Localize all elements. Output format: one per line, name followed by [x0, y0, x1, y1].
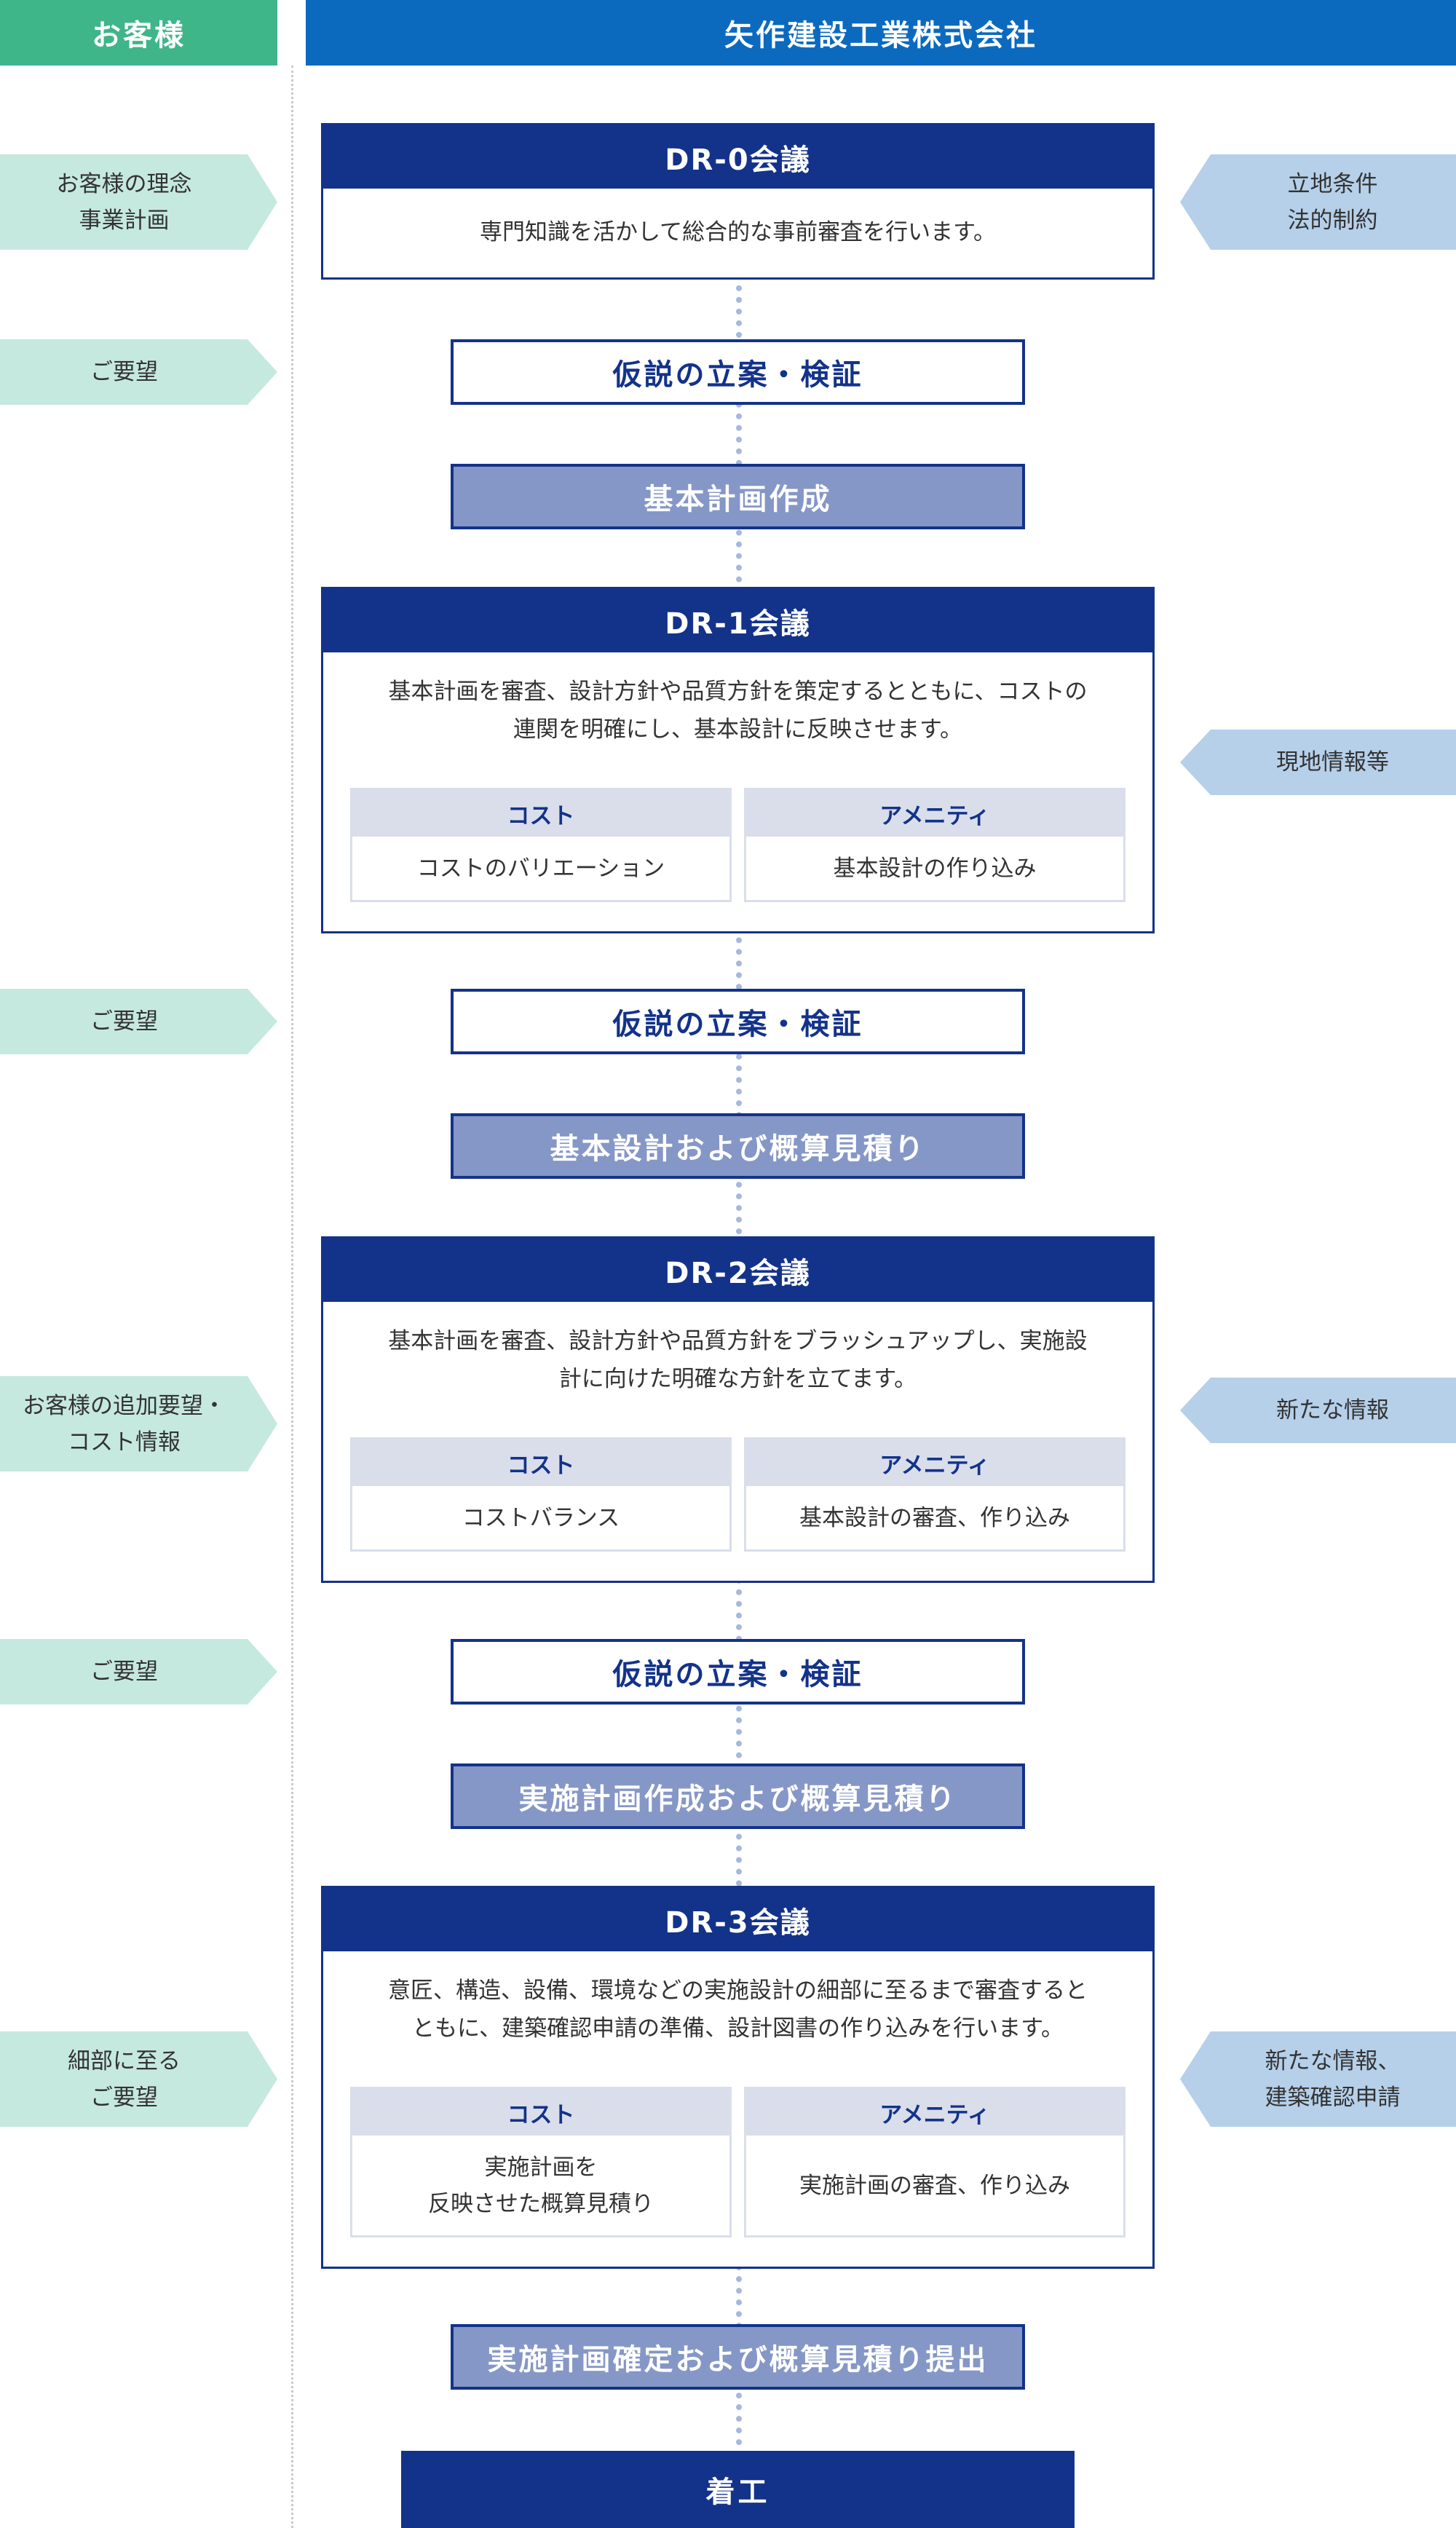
dr2-title: DR-2会議: [323, 1239, 1152, 1302]
client-input-additional: お客様の追加要望・ コスト情報: [0, 1376, 277, 1472]
client-input-request-2: ご要望: [0, 989, 277, 1054]
dr1-amenity-column: アメニティ 基本設計の作り込み: [744, 788, 1125, 902]
client-column-header: お客様: [0, 0, 277, 66]
dr1-cost-column: コスト コストのバリエーション: [350, 788, 732, 902]
dr1-description-line-2: 連関を明確にし、基本設計に反映させます。: [513, 716, 962, 743]
step-final-estimate-submission: 実施計画確定および概算見積り提出: [451, 2324, 1025, 2390]
dr2-meeting-box: DR-2会議 基本計画を審査、設計方針や品質方針をブラッシュアップし、実施設 計…: [321, 1236, 1155, 1583]
dr1-amenity-header: アメニティ: [746, 790, 1123, 837]
dr1-title: DR-1会議: [323, 589, 1152, 652]
dr3-cost-column: コスト 実施計画を 反映させた概算見積り: [350, 2087, 732, 2237]
dr3-amenity-header: アメニティ: [746, 2089, 1123, 2136]
client-input-request-3: ご要望: [0, 1639, 277, 1705]
dr1-description-line-1: 基本計画を審査、設計方針や品質方針を策定するとともに、コストの: [388, 679, 1088, 705]
dr1-cost-body: コストのバリエーション: [416, 855, 665, 882]
dr2-cost-header: コスト: [352, 1439, 729, 1486]
step-hypothesis-3: 仮説の立案・検証: [451, 1639, 1025, 1705]
dr2-description-line-2: 計に向けた明確な方針を立てます。: [558, 1366, 917, 1392]
dr3-description-line-1: 意匠、構造、設備、環境などの実施設計の細部に至るまで審査すると: [388, 1978, 1088, 2004]
company-input-permit: 新たな情報、 建築確認申請: [1180, 2031, 1456, 2127]
step-hypothesis-2: 仮説の立案・検証: [451, 989, 1025, 1054]
step-basic-plan: 基本計画作成: [451, 464, 1025, 529]
company-input-site-info: 現地情報等: [1180, 730, 1456, 795]
dr1-cost-header: コスト: [352, 790, 729, 837]
dr3-title: DR-3会議: [323, 1888, 1152, 1951]
company-input-site-conditions: 立地条件 法的制約: [1180, 154, 1456, 250]
dr2-amenity-column: アメニティ 基本設計の審査、作り込み: [744, 1437, 1125, 1552]
dr3-amenity-column: アメニティ 実施計画の審査、作り込み: [744, 2087, 1125, 2237]
step-hypothesis-1: 仮説の立案・検証: [451, 339, 1025, 405]
dr1-amenity-body: 基本設計の作り込み: [833, 855, 1037, 882]
dr1-meeting-box: DR-1会議 基本計画を審査、設計方針や品質方針を策定するとともに、コストの 連…: [321, 587, 1155, 933]
client-input-philosophy: お客様の理念 事業計画: [0, 154, 277, 250]
dr2-cost-column: コスト コストバランス: [350, 1437, 732, 1552]
dr0-title: DR-0会議: [323, 125, 1152, 189]
dr3-description-line-2: ともに、建築確認申請の準備、設計図書の作り込みを行います。: [412, 2015, 1064, 2042]
dr3-meeting-box: DR-3会議 意匠、構造、設備、環境などの実施設計の細部に至るまで審査すると と…: [321, 1886, 1155, 2269]
company-column-header: 矢作建設工業株式会社: [306, 0, 1456, 66]
construction-start: 着工: [401, 2451, 1075, 2528]
dr0-description: 専門知識を活かして総合的な事前審査を行います。: [480, 219, 996, 245]
dr0-meeting-box: DR-0会議 専門知識を活かして総合的な事前審査を行います。: [321, 123, 1155, 280]
dr2-amenity-body: 基本設計の審査、作り込み: [799, 1504, 1070, 1531]
client-input-detail-request: 細部に至る ご要望: [0, 2031, 277, 2127]
dr3-cost-body: 実施計画を 反映させた概算見積り: [428, 2154, 654, 2217]
column-divider: [291, 66, 293, 2528]
dr2-amenity-header: アメニティ: [746, 1439, 1123, 1486]
step-basic-design-estimate: 基本設計および概算見積り: [451, 1113, 1025, 1179]
client-input-request-1: ご要望: [0, 339, 277, 405]
dr2-description-line-1: 基本計画を審査、設計方針や品質方針をブラッシュアップし、実施設: [388, 1328, 1088, 1354]
company-input-new-info: 新たな情報: [1180, 1378, 1456, 1443]
dr3-amenity-body: 実施計画の審査、作り込み: [799, 2172, 1070, 2199]
dr3-cost-header: コスト: [352, 2089, 729, 2136]
step-implementation-plan-estimate: 実施計画作成および概算見積り: [451, 1763, 1025, 1829]
dr2-cost-body: コストバランス: [462, 1504, 620, 1531]
